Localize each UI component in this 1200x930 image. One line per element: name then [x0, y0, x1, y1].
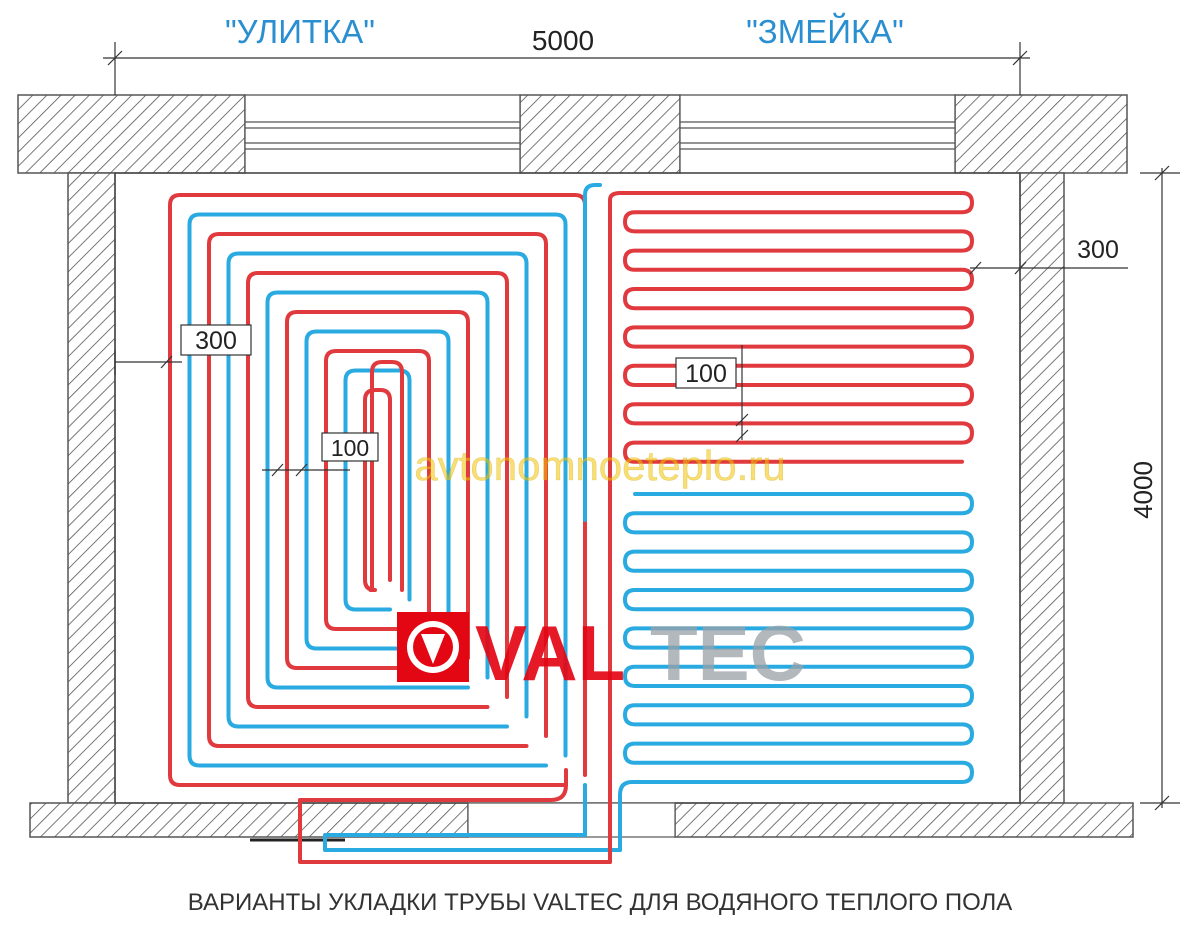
snail-loop [343, 368, 412, 612]
snail-loop [168, 193, 587, 787]
right-offset-label: 300 [1077, 236, 1119, 264]
snail-loop [304, 329, 451, 651]
serpentine-return [618, 492, 974, 852]
window-right [679, 94, 956, 174]
left-wall [67, 172, 116, 804]
snail-layout-pipes [168, 183, 622, 864]
watermark-text: avtonomnoeteplo.ru [414, 442, 785, 489]
logo-text-red: VAL [475, 609, 625, 697]
left-step-label: 100 [331, 435, 369, 461]
width-dimension-label: 5000 [532, 25, 594, 56]
walls [17, 94, 1134, 842]
left-offset-label: 300 [195, 327, 237, 355]
snail-loop [285, 310, 470, 670]
window-left [244, 94, 521, 174]
snail-loop [246, 271, 509, 709]
snail-core [370, 360, 404, 592]
snail-feed [583, 183, 602, 522]
valtec-logo: VAL TEC [397, 609, 806, 697]
top-wall-right [954, 94, 1128, 174]
right-step-label: 100 [685, 360, 727, 388]
top-wall-middle [519, 94, 681, 174]
right-step-box [675, 357, 737, 389]
serpentine-layout-pipes [608, 191, 974, 864]
top-wall-left [17, 94, 246, 174]
snail-loop [324, 349, 431, 631]
snail-loop [363, 388, 392, 592]
bottom-wall-right [674, 802, 1134, 838]
serpentine-title: "ЗМЕЙКА" [746, 13, 904, 50]
left-offset-box [180, 324, 252, 356]
logo-text-grey: TEC [650, 609, 806, 697]
snail-return-line [323, 783, 622, 852]
height-dimension-label: 4000 [1128, 461, 1158, 519]
serpentine-supply [608, 191, 974, 864]
snail-loop [207, 232, 548, 748]
dimensions [103, 42, 1180, 811]
snail-supply-line [298, 768, 612, 864]
left-step-box [321, 432, 379, 462]
caption: ВАРИАНТЫ УКЛАДКИ ТРУБЫ VALTEC ДЛЯ ВОДЯНО… [188, 889, 1013, 916]
snail-loop [187, 212, 568, 768]
snail-loop [226, 251, 529, 729]
door-opening [467, 802, 676, 838]
snail-loop [265, 290, 490, 690]
snail-title: "УЛИТКА" [225, 13, 375, 50]
bottom-wall-left [29, 802, 469, 838]
